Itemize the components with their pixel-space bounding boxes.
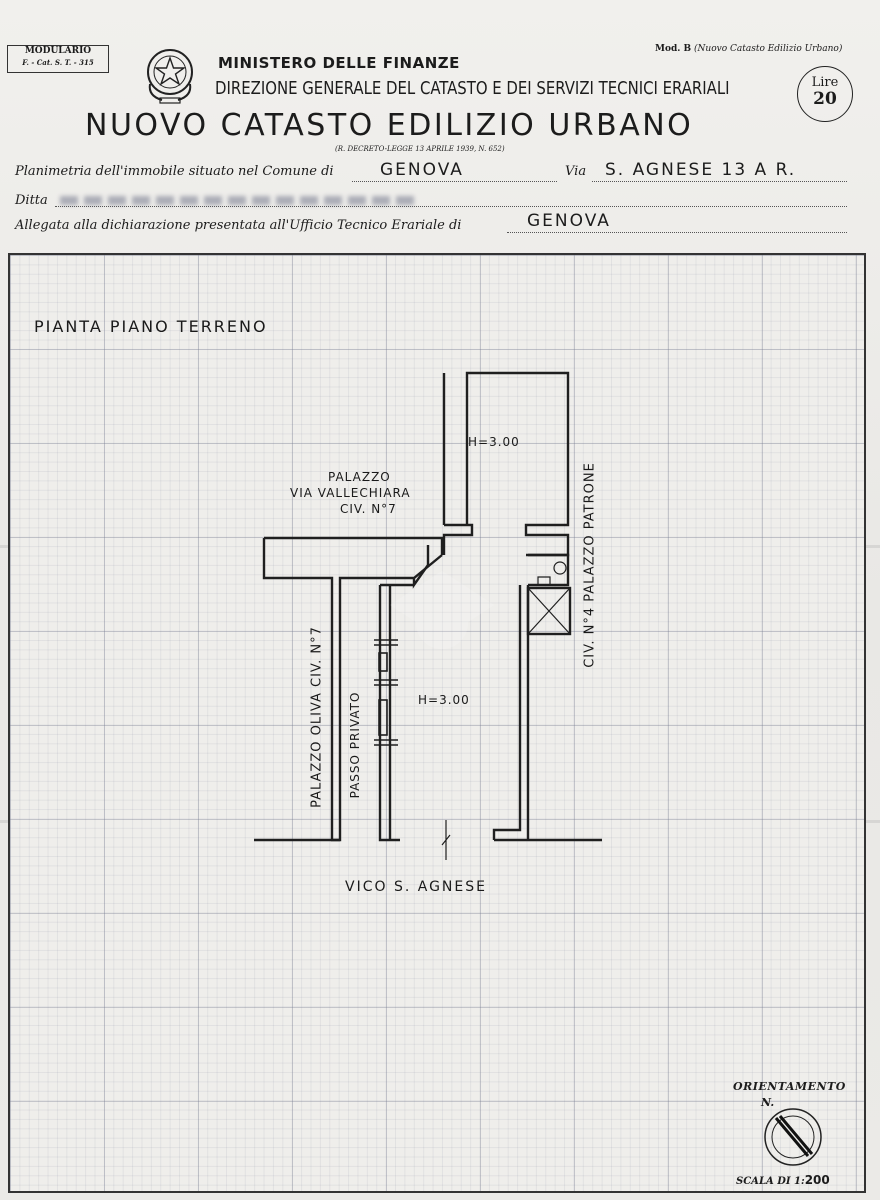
modulario-code: F. - Cat. S. T. - 315	[22, 58, 94, 67]
palazzo-right-label: CIV. N°4 PALAZZO PATRONE	[582, 462, 598, 668]
watermark-logo	[390, 571, 494, 649]
ditta-dotline	[55, 206, 847, 207]
north-arrow-icon	[764, 1108, 822, 1166]
mod-b-code: Mod. B	[655, 44, 692, 54]
via-value: S. AGNESE 13 A R.	[605, 160, 797, 180]
via-dotline	[592, 181, 847, 182]
mod-b-note: (Nuovo Catasto Edilizio Urbano)	[694, 44, 843, 54]
scale-value: 200	[804, 1173, 830, 1187]
palazzo-top-line2: VIA VALLECHIARA	[290, 486, 411, 500]
scale-label: SCALA DI 1:200	[736, 1173, 830, 1187]
wall-main-right	[492, 585, 530, 840]
lift-shaft	[526, 586, 572, 636]
palazzo-top-line1: PALAZZO	[328, 470, 391, 484]
planimetria-label: Planimetria dell'immobile situato nel Co…	[15, 164, 334, 179]
wall-left-inner	[412, 545, 430, 589]
wall-upper-room	[465, 371, 570, 557]
height-main-room: H=3.00	[418, 693, 470, 707]
revenue-stamp: Lire 20	[797, 66, 853, 122]
entrance-arrow	[441, 820, 451, 860]
scale-label-text: SCALA DI 1:	[736, 1176, 805, 1187]
street-label: VICO S. AGNESE	[345, 879, 487, 895]
decree-reference: (R. DECRETO-LEGGE 13 APRILE 1939, N. 652…	[335, 145, 505, 153]
wall-main-left	[378, 585, 400, 842]
modulario-box: MODULARIO F. - Cat. S. T. - 315	[7, 45, 109, 73]
mod-b-label: Mod. B (Nuovo Catasto Edilizio Urbano)	[655, 44, 842, 54]
orientation-label: ORIENTAMENTO	[733, 1080, 846, 1093]
ufficio-value: GENOVA	[527, 211, 611, 231]
ministry-name: MINISTERO DELLE FINANZE	[218, 54, 460, 72]
floor-plan-drawing	[254, 371, 602, 860]
via-label: Via	[565, 164, 587, 179]
wall-upper-room-inner	[442, 373, 474, 555]
ditta-redacted	[60, 196, 420, 205]
north-label: N.	[761, 1096, 775, 1109]
sink-fixture	[553, 561, 567, 575]
ditta-label: Ditta	[15, 193, 48, 208]
height-upper-room: H=3.00	[468, 435, 520, 449]
republic-emblem-icon	[147, 49, 193, 104]
passo-privato-label: PASSO PRIVATO	[348, 691, 362, 799]
ufficio-dotline	[507, 232, 847, 233]
allegata-label: Allegata alla dichiarazione presentata a…	[15, 218, 462, 233]
palazzo-top-line3: CIV. N°7	[340, 502, 397, 516]
toilet-fixture	[537, 576, 551, 586]
lift-cross	[527, 587, 571, 635]
modulario-label: MODULARIO	[24, 46, 92, 56]
lire-value: 20	[813, 89, 837, 109]
document-title: NUOVO CATASTO EDILIZIO URBANO	[85, 108, 694, 143]
plan-title: PIANTA PIANO TERRENO	[34, 317, 268, 336]
direzione-name: DIREZIONE GENERALE DEL CATASTO E DEI SER…	[215, 78, 730, 99]
floor-plan-sheet: PIANTA PIANO TERRENO H=3.00 H=3.00 PALAZ…	[8, 253, 866, 1193]
comune-value: GENOVA	[380, 160, 464, 180]
palazzo-left-label: PALAZZO OLIVA CIV. N°7	[309, 626, 325, 808]
lire-label: Lire	[811, 75, 839, 90]
wall-right-block	[528, 553, 570, 587]
comune-dotline	[352, 181, 557, 182]
